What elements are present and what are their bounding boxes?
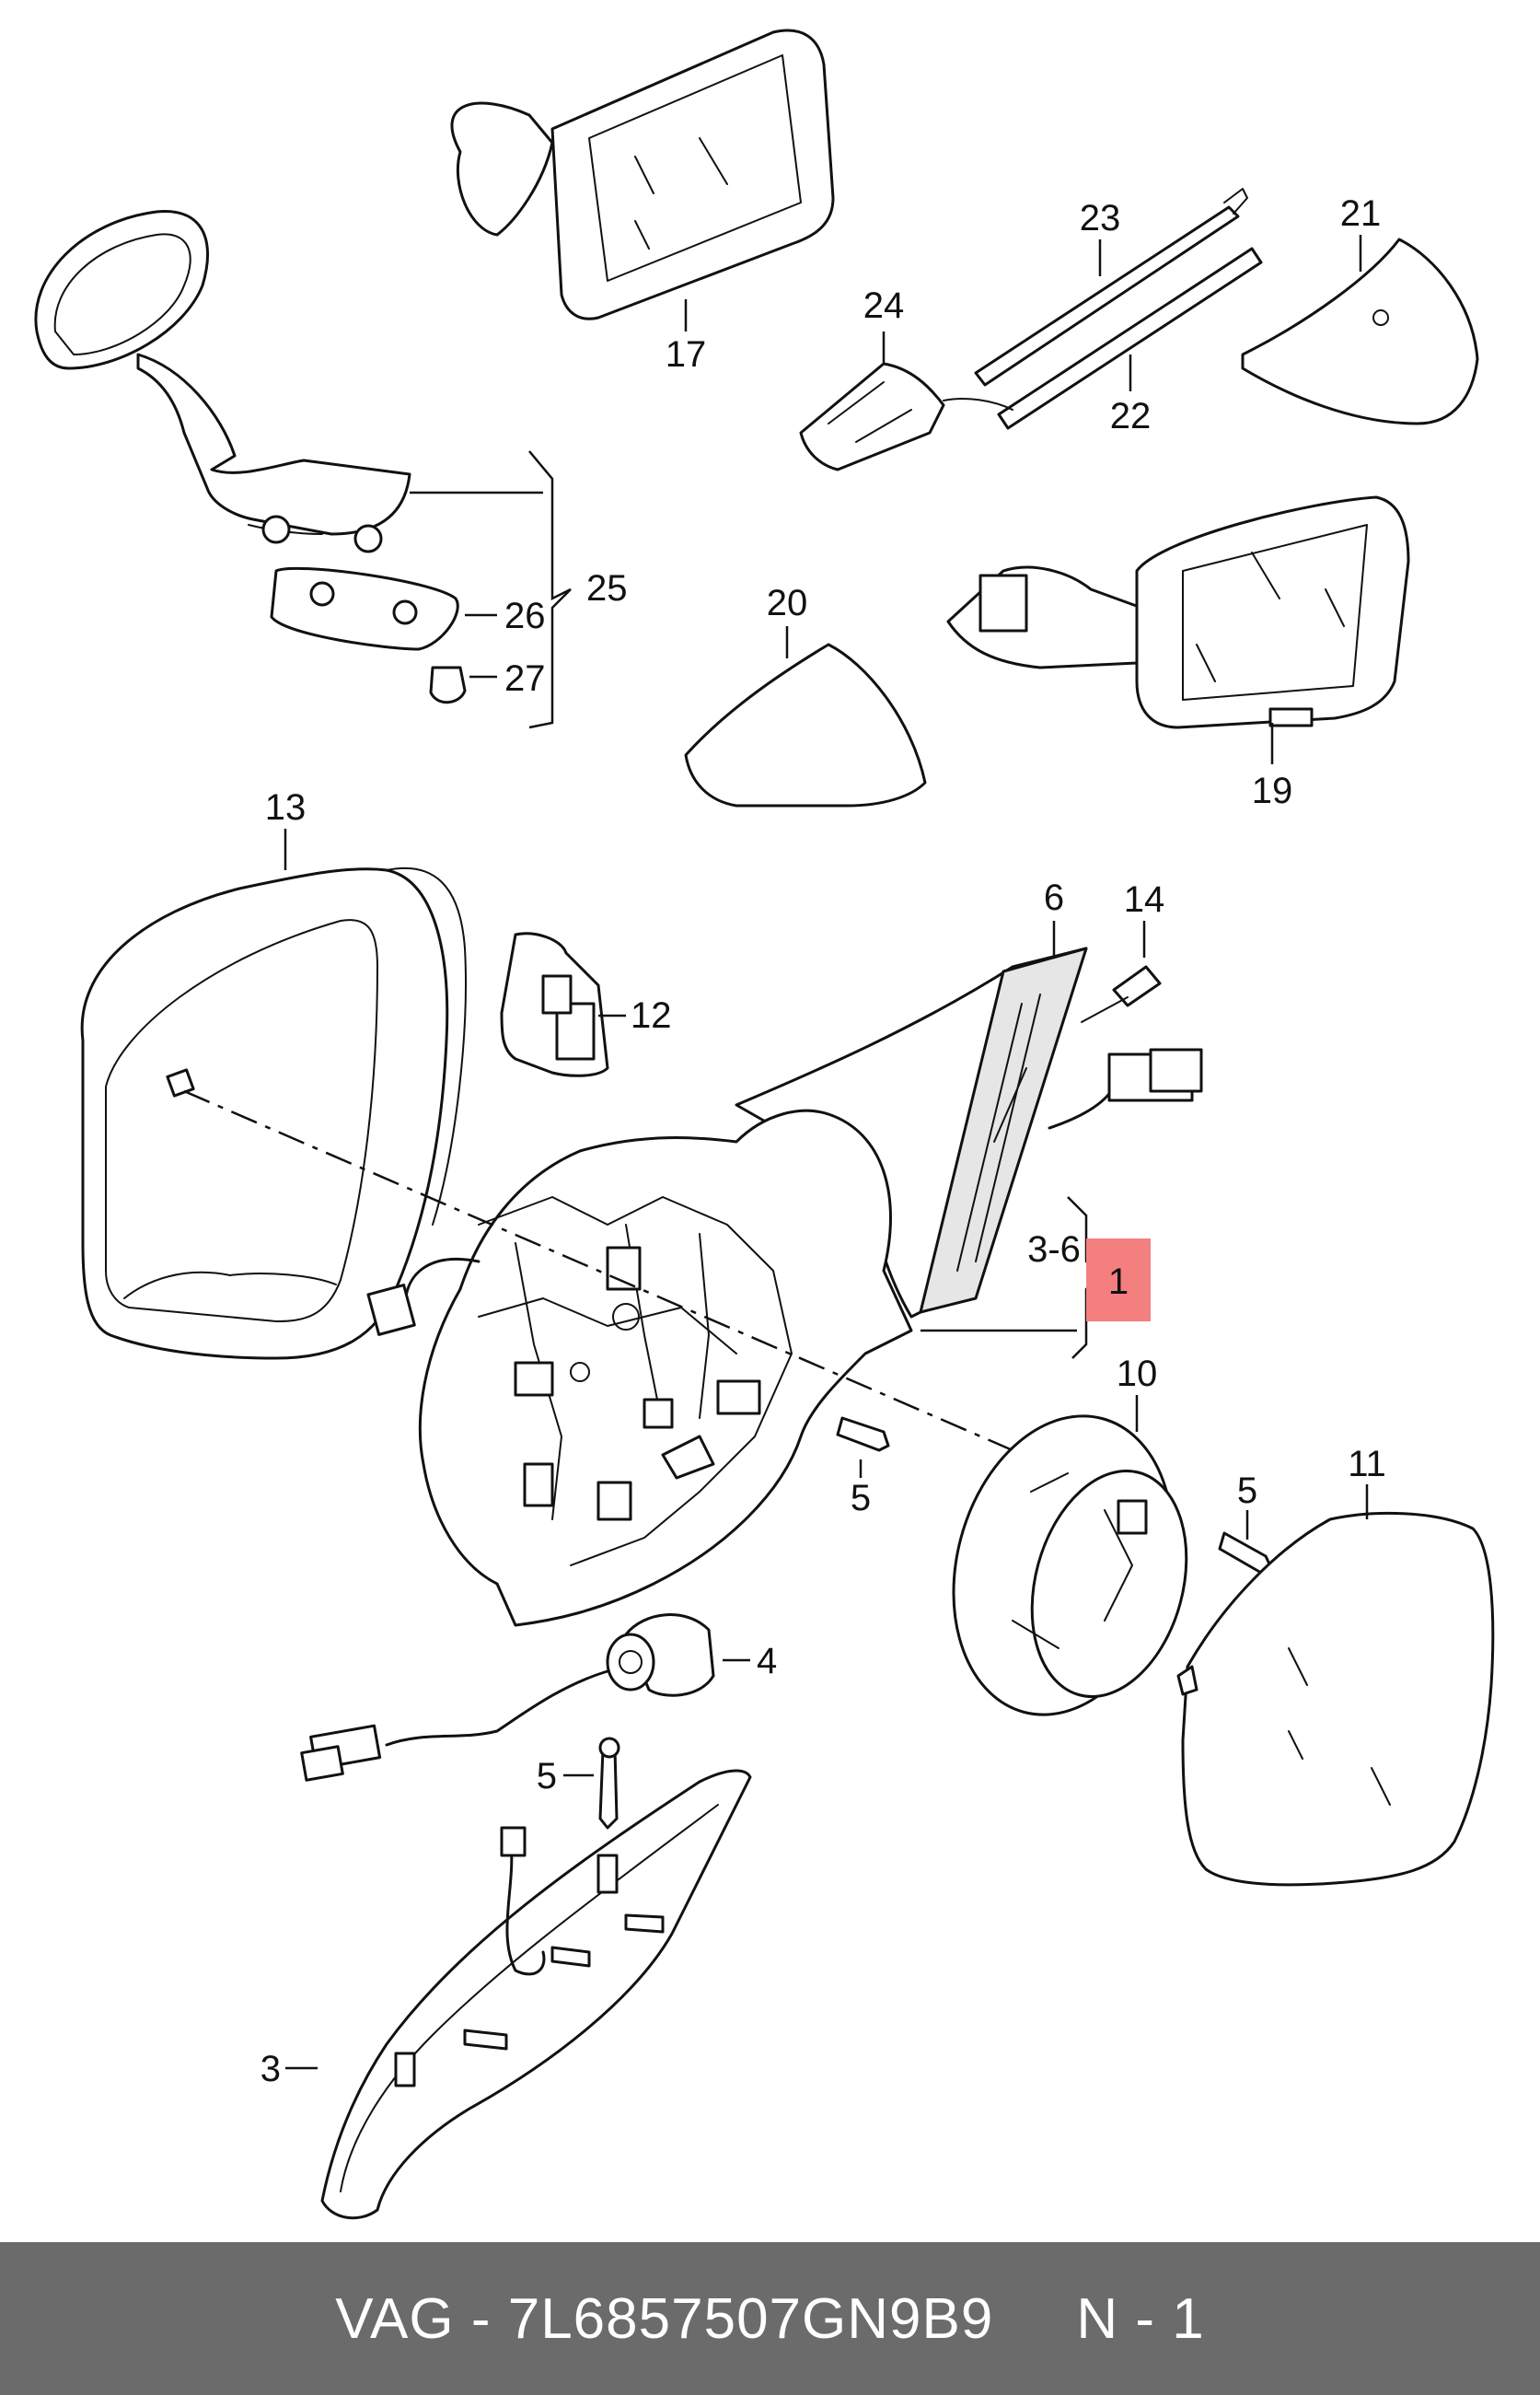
highlight-box	[1086, 1238, 1151, 1321]
part-12-switch: 12	[500, 932, 672, 1077]
part-25-mirror-assembly: 26 27 25	[34, 210, 628, 729]
part-11-mirror-glass: 11	[1176, 1444, 1495, 1887]
part-5-screws: 5 5 5	[537, 1416, 1274, 1830]
part-19-mirror-glass: 19	[946, 495, 1410, 811]
main-mirror-housing	[366, 1109, 913, 1627]
callout-3: 3	[261, 2049, 281, 2089]
callout-26: 26	[504, 596, 546, 636]
part-6-base-gasket: 6	[735, 878, 1088, 1319]
exploded-parts-diagram: 17 26 27 25 23 22 24	[34, 29, 1495, 2220]
parts-22-23-24: 23 22 24	[799, 188, 1263, 471]
callout-5b: 5	[1237, 1471, 1257, 1511]
part-3-housing-cover: 3	[261, 1769, 752, 2220]
callout-20: 20	[767, 583, 808, 623]
callout-14: 14	[1124, 879, 1165, 920]
callout-17: 17	[666, 334, 707, 375]
callout-23: 23	[1080, 198, 1121, 238]
callout-5a: 5	[851, 1478, 871, 1518]
callout-24: 24	[863, 285, 905, 326]
callout-12: 12	[631, 995, 672, 1036]
callout-6: 6	[1044, 878, 1064, 918]
callout-13: 13	[265, 787, 307, 828]
callout-4: 4	[757, 1641, 777, 1681]
callout-22: 22	[1110, 396, 1152, 436]
callout-27: 27	[504, 658, 546, 699]
callout-19: 19	[1252, 771, 1293, 811]
part-21-cover: 21	[1241, 193, 1479, 425]
callout-group-1: 3-6 1	[921, 1196, 1151, 1359]
part-number-label: VAG - 7L6857507GN9B9	[335, 2286, 994, 2351]
callout-25: 25	[586, 568, 628, 609]
part-13-housing-frame: 13	[80, 787, 467, 1360]
part-17-mirror-head: 17	[450, 29, 835, 375]
callout-10: 10	[1117, 1354, 1158, 1394]
callout-5c: 5	[537, 1756, 557, 1796]
part-20-cap: 20	[684, 583, 927, 808]
callout-1: 1	[1108, 1261, 1129, 1302]
assembly-axis-line	[183, 1089, 1013, 1452]
part-10-adjuster: 10	[952, 1354, 1188, 1716]
callout-21: 21	[1340, 193, 1382, 234]
page-label: N - 1	[1076, 2286, 1205, 2351]
part-4-lamp: 4	[300, 1613, 777, 1782]
part-14-screw-connector: 14	[1048, 879, 1203, 1130]
callout-3-6: 3-6	[1027, 1229, 1081, 1270]
footer-bar: VAG - 7L6857507GN9B9 N - 1	[0, 2242, 1540, 2395]
callout-11: 11	[1348, 1444, 1386, 1484]
